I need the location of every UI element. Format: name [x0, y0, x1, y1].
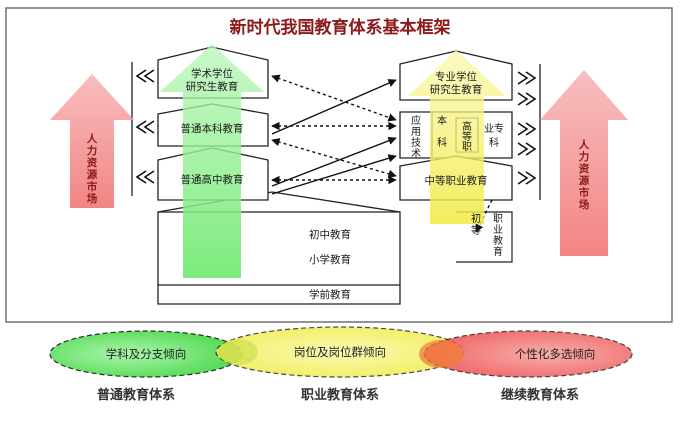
vocational-edu-char-2: 业	[493, 224, 503, 236]
vocational-education-arrow	[408, 50, 506, 224]
right-market-arrow	[540, 70, 628, 256]
applied-char-1: 应	[411, 114, 421, 127]
academic-degree-label-2: 研究生教育	[186, 80, 239, 93]
secondary-vocational-label: 中等职业教育	[425, 174, 488, 187]
undergrad-short-1: 本	[437, 114, 447, 127]
right-chevrons	[517, 71, 537, 185]
applied-char-2: 用	[411, 127, 421, 138]
left-market-char-1: 人	[87, 132, 98, 145]
higher-char-1: 高	[462, 120, 472, 133]
preschool-label: 学前教育	[309, 288, 351, 301]
right-market-char-3: 资	[579, 162, 590, 175]
primary-vocational-char-2: 等	[471, 224, 481, 237]
college-char-2: 科	[489, 136, 499, 149]
vocational-edu-char-1: 职	[493, 213, 503, 225]
general-education-arrow	[160, 44, 264, 278]
primary-label: 小学教育	[309, 253, 351, 266]
professional-degree-label-1: 专业学位	[435, 70, 477, 83]
left-market-arrow	[50, 74, 134, 208]
higher-char-3: 职	[462, 141, 472, 153]
general-system-label: 普通教育体系	[97, 387, 175, 403]
ellipse-personalized-label: 个性化多选倾向	[515, 347, 596, 361]
undergraduate-label: 普通本科教育	[181, 122, 244, 135]
primary-vocational-char-1: 初	[471, 212, 481, 225]
professional-degree-label-2: 研究生教育	[430, 83, 483, 96]
left-market-char-3: 资	[87, 156, 98, 169]
applied-char-3: 技	[411, 136, 421, 149]
junior-middle-label: 初中教育	[309, 228, 351, 241]
ellipse-overlap-right	[419, 340, 463, 368]
college-char-1: 业专	[484, 122, 504, 135]
page-title: 新时代我国教育体系基本框架	[230, 17, 451, 38]
academic-degree-label-1: 学术学位	[191, 67, 233, 80]
vocational-system-label: 职业教育体系	[301, 387, 379, 403]
cross-links	[271, 74, 493, 233]
vocational-edu-char-4: 育	[493, 245, 503, 258]
continuing-system-label: 继续教育体系	[501, 387, 579, 403]
left-market-char-6: 场	[87, 192, 98, 205]
right-market-char-2: 力	[579, 150, 590, 163]
vocational-edu-char-3: 教	[493, 234, 503, 247]
right-market-char-5: 市	[579, 186, 590, 199]
left-market-char-2: 力	[87, 144, 98, 157]
left-market-char-5: 市	[87, 180, 98, 193]
ellipse-position-label: 岗位及岗位群倾向	[294, 345, 386, 359]
undergrad-short-2: 科	[437, 136, 447, 149]
left-market-char-4: 源	[87, 168, 98, 181]
ellipse-discipline-label: 学科及分支倾向	[106, 347, 187, 361]
left-chevrons	[135, 69, 155, 184]
right-market-char-1: 人	[579, 138, 590, 151]
right-market-char-4: 源	[579, 174, 590, 187]
ellipse-overlap-left	[218, 339, 258, 365]
right-market-char-6: 场	[579, 198, 590, 211]
applied-char-4: 术	[411, 148, 421, 160]
higher-char-2: 等	[462, 130, 472, 143]
senior-high-label: 普通高中教育	[181, 173, 244, 186]
